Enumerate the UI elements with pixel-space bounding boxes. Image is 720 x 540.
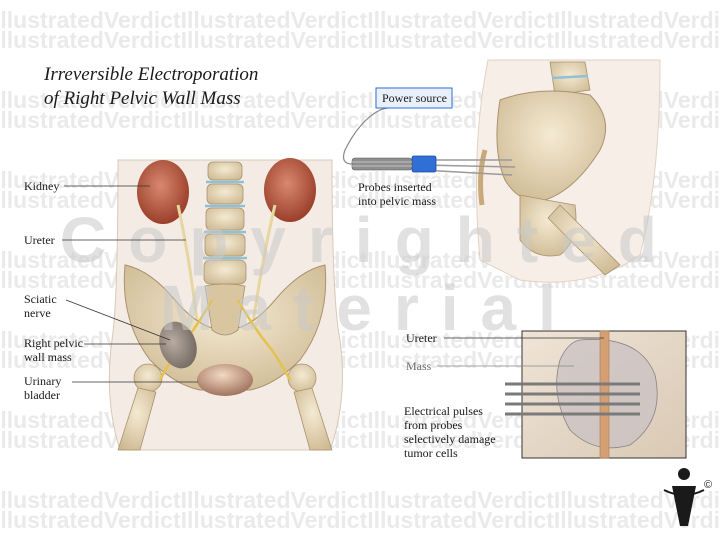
- urinary-bladder: [197, 364, 253, 396]
- title-line-2: of Right Pelvic Wall Mass: [44, 88, 241, 109]
- label-pulses-4: tumor cells: [404, 446, 458, 460]
- watermark-row: IllustratedVerdictIllustratedVerdictIllu…: [0, 487, 720, 513]
- femur-side: [547, 204, 621, 276]
- watermark-row: IllustratedVerdictIllustratedVerdictIllu…: [0, 27, 720, 53]
- label-ureter: Ureter: [24, 233, 55, 247]
- label-inset-ureter: Ureter: [406, 331, 437, 345]
- watermark-row: IllustratedVerdictIllustratedVerdictIllu…: [0, 507, 720, 533]
- label-bladder-2: bladder: [24, 388, 60, 402]
- pelvic-wall-mass: [159, 321, 197, 369]
- ilium-side: [496, 90, 607, 202]
- watermark-row: IllustratedVerdictIllustratedVerdictIllu…: [0, 7, 720, 33]
- detail-inset: [505, 330, 687, 459]
- cable-bundle: [351, 157, 413, 171]
- logo-dot: [678, 468, 690, 480]
- probe-handle: [411, 155, 437, 173]
- label-pulses-1: Electrical pulses: [404, 404, 483, 418]
- lumbar-spine: [203, 161, 247, 285]
- illustrated-verdict-logo: ©: [663, 468, 712, 526]
- power-source-box: [375, 87, 453, 109]
- watermark-material: Material: [160, 272, 578, 344]
- label-pulses-3: selectively damage: [404, 432, 496, 446]
- label-power-source: Power source: [382, 91, 447, 105]
- front-view-anatomy: [108, 158, 343, 451]
- leader-sciatic: [65, 299, 171, 341]
- left-kidney: [137, 160, 189, 224]
- sacrum-side: [478, 149, 488, 206]
- logo-mark: [672, 486, 696, 526]
- lumbar-side: [549, 61, 591, 96]
- label-kidney: Kidney: [24, 179, 59, 193]
- copyright-symbol: ©: [704, 479, 712, 491]
- title-line-1: Irreversible Electroporation: [43, 64, 258, 85]
- probe-3: [421, 169, 513, 176]
- right-sciatic-nerve: [236, 299, 292, 381]
- label-sciatic-2: nerve: [24, 306, 51, 320]
- right-kidney: [264, 158, 316, 222]
- label-probes-2: into pelvic mass: [358, 194, 436, 208]
- label-inset-mass: Mass: [406, 359, 432, 373]
- label-probes-1: Probes inserted: [358, 180, 432, 194]
- label-mass-2: wall mass: [24, 350, 72, 364]
- left-femur: [117, 387, 157, 451]
- label-mass-1: Right pelvic: [24, 336, 83, 350]
- label-pulses-2: from probes: [404, 418, 463, 432]
- probe-2: [421, 164, 516, 168]
- right-femur: [293, 387, 333, 451]
- side-view-anatomy: [342, 59, 661, 283]
- sacrum: [204, 283, 246, 336]
- label-sciatic-1: Sciatic: [24, 292, 57, 306]
- label-bladder-1: Urinary: [24, 374, 61, 388]
- logo-arc: [663, 489, 705, 496]
